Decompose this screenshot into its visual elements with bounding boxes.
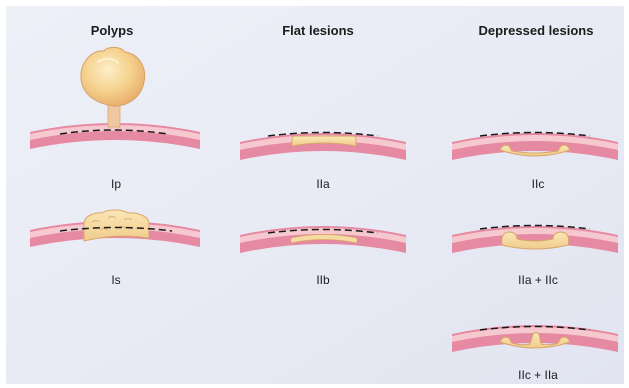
- depressed-lesions-header: Depressed lesions: [479, 23, 594, 38]
- label-ip: Ip: [111, 177, 121, 191]
- polyps-header: Polyps: [91, 23, 134, 38]
- label-is: Is: [111, 273, 120, 287]
- polyp-head: [81, 47, 145, 106]
- label-iic-iia: IIc + IIa: [518, 368, 558, 382]
- flat-lesions-header: Flat lesions: [282, 23, 354, 38]
- label-iib: IIb: [316, 273, 330, 287]
- label-iia: IIa: [316, 177, 330, 191]
- sessile-polyp: [84, 210, 149, 241]
- label-iic: IIc: [532, 177, 545, 191]
- label-iia-iic: IIa + IIc: [518, 273, 558, 287]
